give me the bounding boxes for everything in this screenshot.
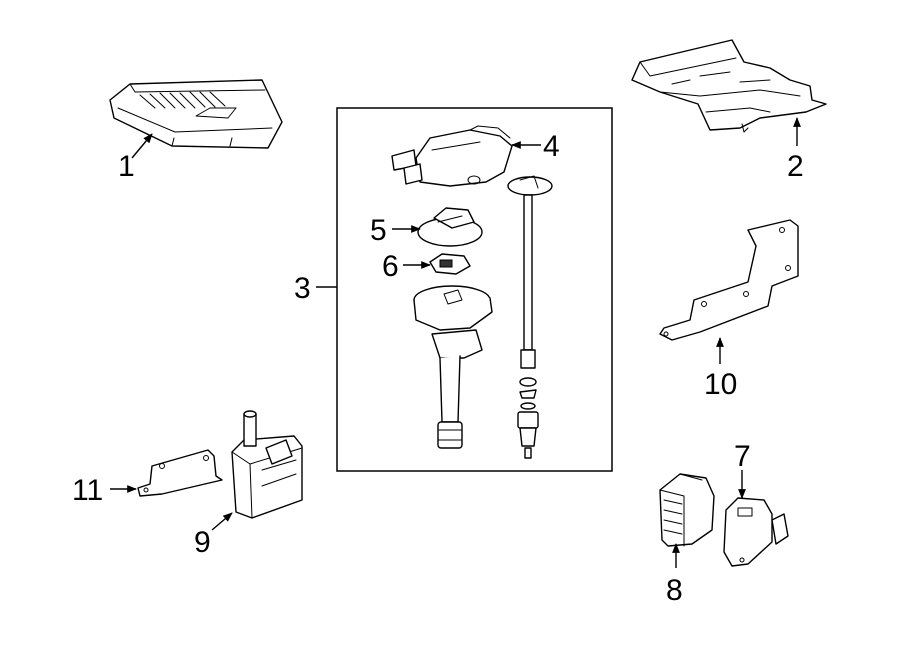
callout-1: 1	[118, 150, 135, 183]
callout-6: 6	[382, 250, 399, 283]
callout-5: 5	[370, 214, 387, 247]
leader-1	[131, 133, 153, 159]
callout-11: 11	[72, 474, 103, 507]
callout-8: 8	[666, 574, 683, 607]
distributor-housing-part	[413, 285, 493, 449]
distributor-assembly-frame	[336, 107, 613, 472]
distributor-shaft-part	[507, 175, 553, 459]
mounting-tray-part	[631, 39, 827, 133]
rotor-part	[417, 207, 483, 247]
control-module-part	[109, 79, 283, 149]
bracket-part	[659, 219, 799, 341]
ignition-module-part	[429, 253, 471, 275]
callout-10: 10	[704, 368, 737, 401]
leader-9	[211, 512, 233, 531]
distributor-cap-part	[391, 125, 513, 187]
sensor-part	[723, 497, 789, 567]
callout-2: 2	[787, 150, 804, 183]
callout-7: 7	[734, 440, 751, 473]
coil-bracket-part	[137, 449, 223, 497]
callout-3: 3	[294, 272, 311, 305]
callout-9: 9	[194, 526, 211, 559]
callout-4: 4	[543, 130, 560, 163]
relay-module-part	[659, 473, 715, 547]
ignition-coil-part	[231, 410, 303, 519]
